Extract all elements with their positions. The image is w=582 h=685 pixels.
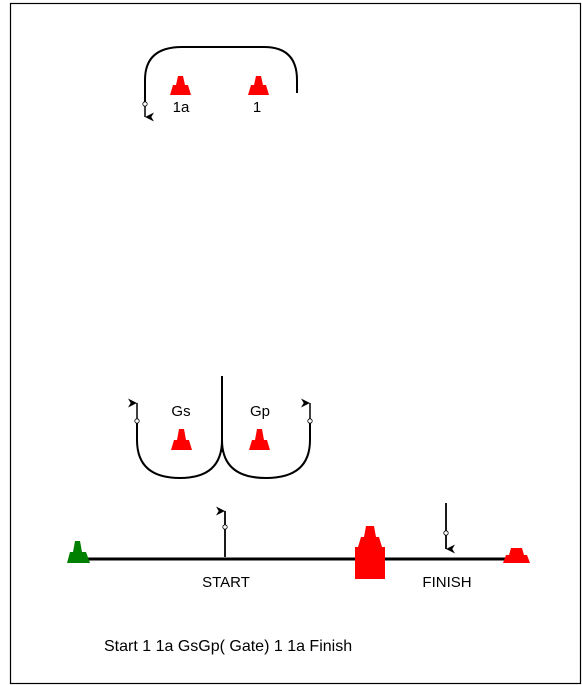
cone-label-gs: Gs [171,403,190,420]
finish-label: FINISH [422,574,471,591]
large-red-barrel [355,526,385,579]
route-curve-left [136,421,223,480]
arrow-dot [142,101,148,107]
cone-gp [249,429,270,450]
cone-label-1: 1 [253,99,261,116]
diagram-border [9,2,582,685]
cone-1a [170,76,191,95]
arrow-dot [134,418,140,424]
route-curve-top [144,46,298,106]
route-curve-right [221,421,311,480]
green-marker-cone [67,541,90,563]
cone-label-gp: Gp [250,403,270,420]
cone-1 [248,76,269,95]
arrow-dot [222,524,228,530]
cone-label-1a: 1a [173,99,190,116]
pattern-caption: Start 1 1a GsGp( Gate) 1 1a Finish [104,638,352,655]
start-label: START [202,574,250,591]
cone-gs [171,429,192,450]
arrow-dot [443,530,449,536]
arrow-dot [307,418,313,424]
finish-cone [503,548,530,563]
